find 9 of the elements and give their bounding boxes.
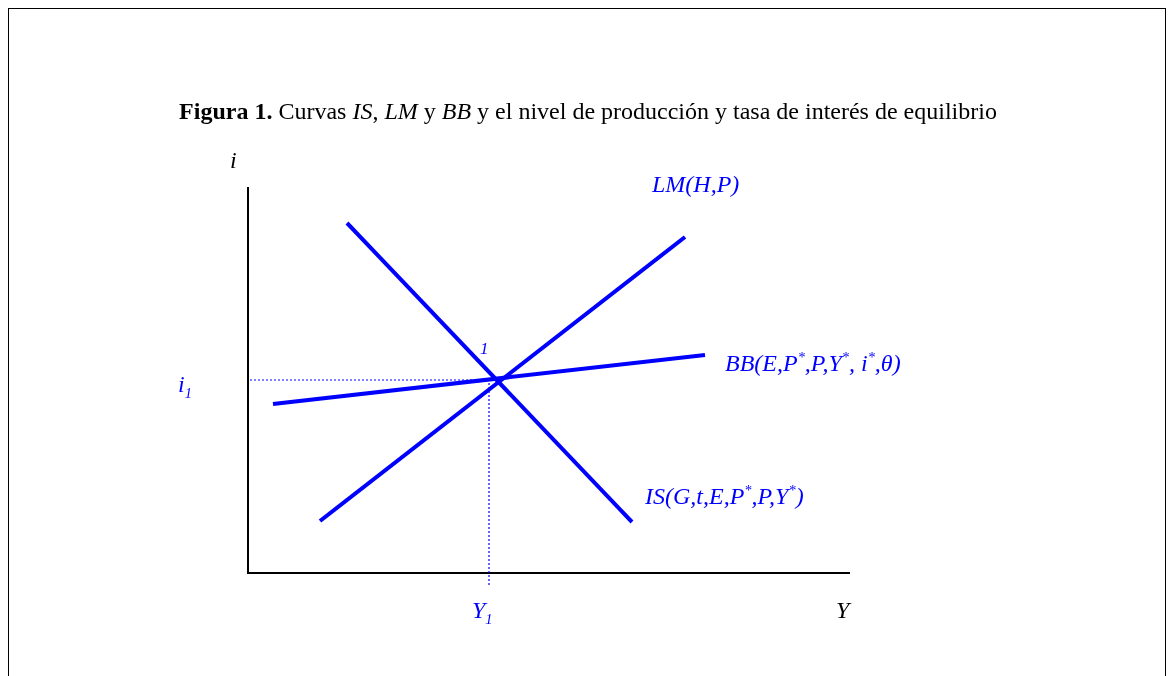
figure-title: Figura 1. Curvas IS, LM y BB y el nivel de producción y tasa de interés de equilibrio [178, 97, 998, 126]
curve-label: BB(E,P$^{*}$,P,Y$^{*}$, i$^{*}$,θ) [725, 350, 901, 375]
curve-label: LM(H,P) [652, 172, 740, 196]
curve-label: IS(G,t,E,P$^{*}$,P,Y$^{*}$) [645, 483, 804, 508]
axis-value-label: Y$_{1}$ [472, 598, 493, 627]
point-label: 1 [480, 340, 489, 357]
axis-label: Y [836, 598, 850, 622]
axis-value-label: i$_{1}$ [178, 372, 192, 401]
axis-label: i [230, 148, 237, 172]
